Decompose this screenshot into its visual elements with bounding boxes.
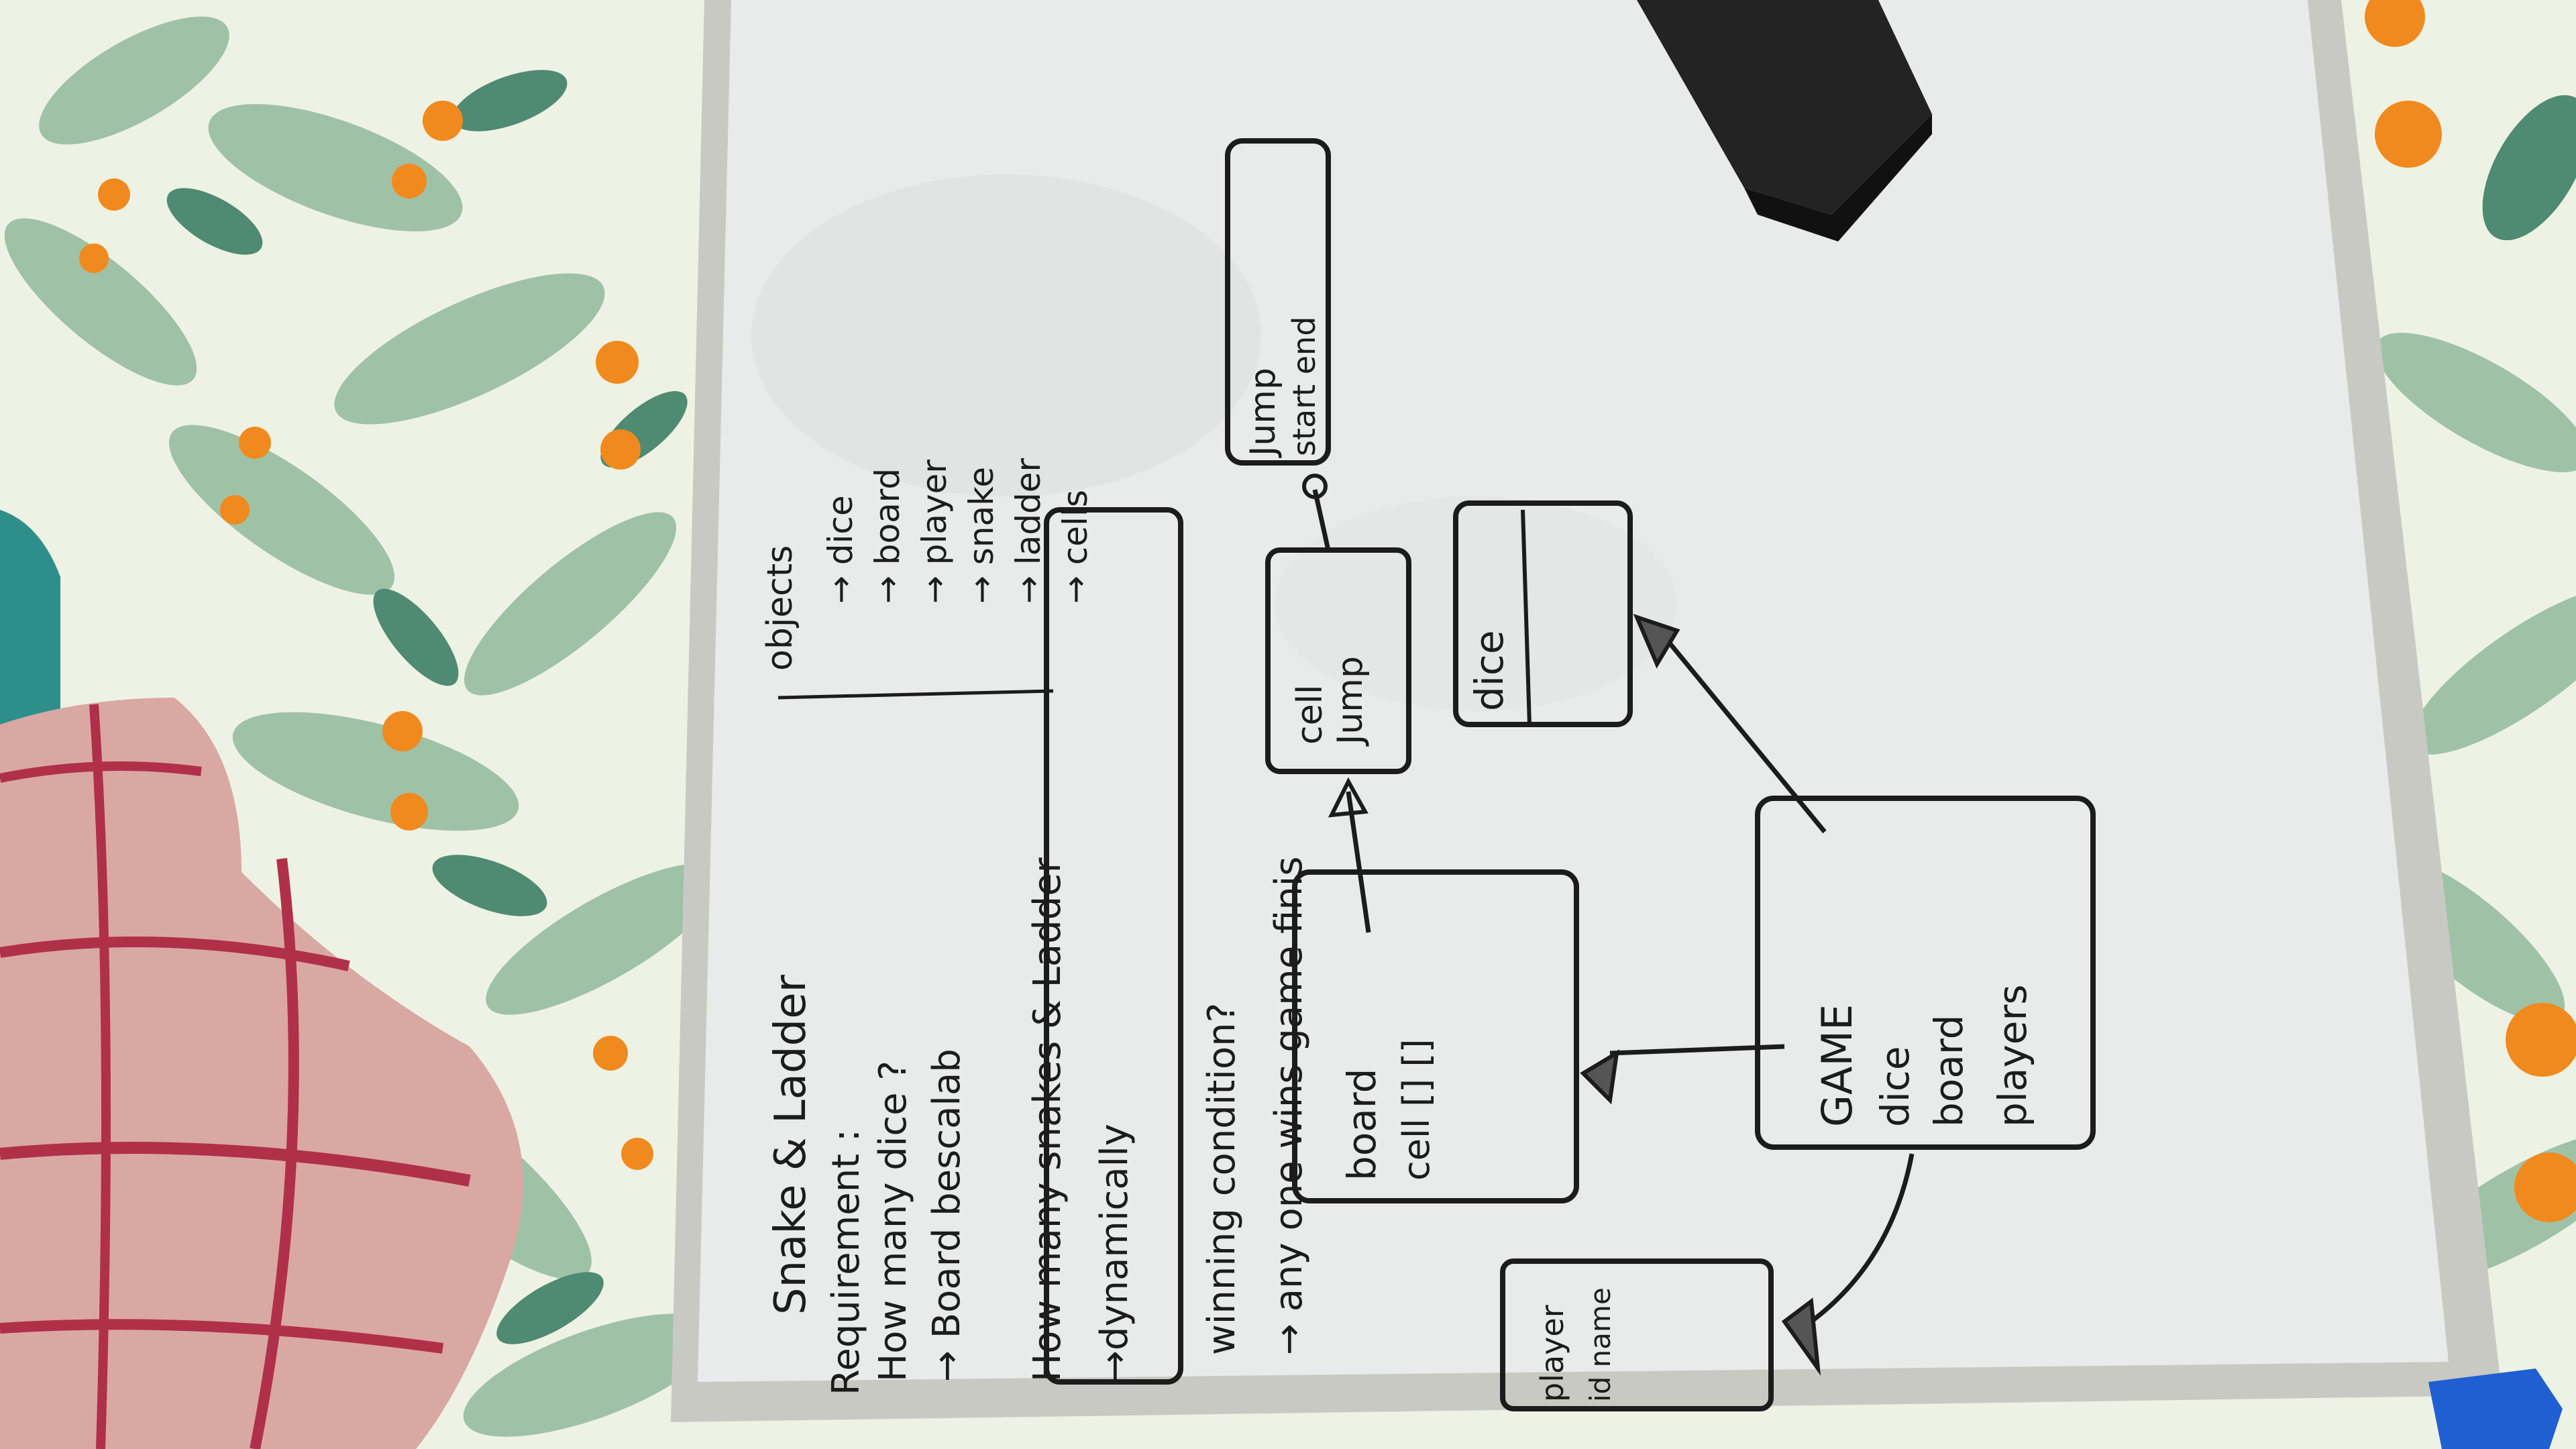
object-item: → snake	[962, 467, 1001, 604]
dice-class-text: dice	[1466, 630, 1512, 711]
object-item: → board	[868, 468, 907, 604]
cell-class-title: cell	[1290, 685, 1330, 745]
arrow-head	[1633, 614, 1680, 669]
game-class-title: GAME	[1813, 1004, 1862, 1127]
winning-box	[1044, 507, 1183, 1385]
game-class-field-players: players	[1990, 984, 2035, 1127]
player-class-box	[1500, 1258, 1774, 1411]
notes-dynamically: →dynamically	[1093, 1124, 1136, 1382]
player-class-fields: id name	[1584, 1287, 1617, 1402]
requirements-notes: Snake & Ladder Requirement : How many di…	[766, 857, 1311, 1395]
floral-pattern-left-dark	[166, 70, 688, 1344]
game-class-text: GAME dice board players	[1813, 984, 2035, 1127]
jump-class-box	[1225, 138, 1331, 466]
player-class-title: player	[1534, 1305, 1570, 1402]
dice-class-title: dice	[1466, 630, 1512, 711]
player-class-text: player id name	[1534, 1287, 1617, 1402]
arrow-head	[1302, 474, 1328, 499]
jump-class-fields: start end	[1286, 317, 1322, 456]
object-item: → cells	[1056, 490, 1095, 604]
arrow-head	[1328, 777, 1368, 818]
object-item: → player	[915, 460, 954, 604]
dice-class-divider	[1521, 509, 1532, 725]
notes-winning: winning condition?	[1200, 1003, 1244, 1355]
arrow-game-dice	[1668, 642, 1827, 834]
arrow-cell-jump	[1312, 489, 1331, 551]
arrow-game-board	[1609, 1044, 1785, 1056]
dice-class-box	[1453, 500, 1633, 727]
plaid-cloth	[0, 698, 523, 1449]
notes-question-dice: How many dice ?	[871, 1061, 915, 1382]
jump-class-title: Jump	[1243, 368, 1283, 458]
notes-divider	[777, 689, 1054, 700]
notes-any-one: → any one wins game finis	[1267, 857, 1311, 1355]
notes-requirement: Requirement :	[824, 1129, 868, 1395]
game-class-field-board: board	[1926, 1015, 1972, 1128]
board-class-fields: cell [] []	[1395, 1038, 1438, 1181]
cell-class-text: cell Jump	[1290, 656, 1371, 747]
board-class-text: board cell [] []	[1339, 1038, 1438, 1181]
teal-cloth	[0, 510, 60, 724]
blue-marker	[2428, 1368, 2563, 1449]
smudge	[751, 174, 1261, 496]
board-class-title: board	[1339, 1069, 1385, 1181]
arrow-head	[1580, 1049, 1619, 1105]
cell-class-box	[1265, 547, 1411, 774]
notes-title: Snake & Ladder	[766, 974, 816, 1315]
object-item: → dice	[821, 495, 860, 604]
objects-list: objects → dice → board → player → snake …	[760, 458, 1095, 671]
game-class-box	[1755, 796, 2096, 1150]
objects-heading: objects	[760, 545, 800, 671]
board-class-box	[1292, 869, 1579, 1203]
notes-question-board: → Board bescalab	[925, 1049, 969, 1382]
game-class-field-dice: dice	[1872, 1046, 1918, 1127]
jump-class-text: Jump start end	[1243, 317, 1322, 458]
arrow-game-player	[1809, 1153, 1915, 1324]
arrow-head	[1781, 1297, 1821, 1376]
cell-class-fields: Jump	[1330, 656, 1371, 747]
object-item: → ladder	[1009, 458, 1048, 604]
whiteboard-eraser	[1637, 0, 1932, 241]
orange-dots-left	[79, 101, 653, 1170]
